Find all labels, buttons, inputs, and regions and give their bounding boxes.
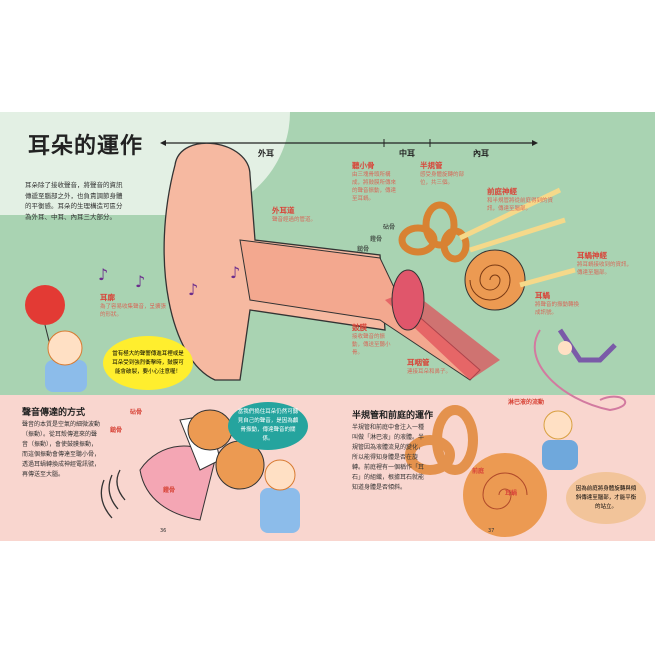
svg-text:♪: ♪ [135, 272, 145, 291]
ruler-outer-ear: 外耳 [258, 149, 274, 158]
label-desc: 接收聲音的振動，傳送至聽小骨。 [352, 334, 391, 356]
balance-section-heading: 半規管和前庭的運作 [352, 411, 434, 421]
label-semicircular: 半規管感受身體旋轉的部位，共三個。 [420, 160, 468, 187]
intro-text: 耳朵除了接收聲音，將聲音的資訊傳遞至腦部之外，也負責調節身體的平衡感。耳朵的生理… [25, 181, 123, 221]
label-title: 鼓膜 [352, 323, 367, 332]
label-title: 前庭神經 [487, 187, 517, 196]
label-desc: 為了容易收集聲音，呈擴張的形狀。 [100, 304, 167, 318]
sound-section-heading: 聲音傳達的方式 [22, 408, 86, 418]
label-cochlea: 耳蝸將聲音的振動轉換成訊號。 [535, 290, 583, 317]
label-malleus: 鎚骨 [357, 246, 370, 253]
balance-bubble: 因為前庭將身體旋轉與傾斜傳達至腦部，才能平衡的站立。 [566, 472, 646, 524]
label-lymph-flow: 淋巴液的流動 [508, 399, 545, 406]
label-desc: 將聲音的振動轉換成訊號。 [535, 302, 580, 316]
page-title: 耳朵的運作 [28, 134, 144, 159]
label-cochlear-nerve: 耳蝸神經將耳蝸接收到的資訊，傳達至腦部。 [577, 250, 637, 277]
label-desc: 聲音經過的管道。 [272, 217, 317, 223]
label-desc: 和半規管將從前庭得到的資訊，傳達至腦部。 [487, 198, 554, 212]
label-title: 耳蝸 [535, 291, 550, 300]
balance-section-body: 半規管和前庭中會注入一種叫做「淋巴液」的液體。半規管因為液體流見的變化，所以能得… [352, 424, 425, 491]
label-desc: 連接耳朵和鼻子。 [407, 369, 452, 375]
label-ear-canal: 外耳道聲音經過的管道。 [272, 205, 322, 224]
warning-bubble: 當有極大的聲響傳進耳裡或是耳朵受到強烈衝擊時，鼓膜可能會破裂，要小心注意喔！ [103, 336, 193, 390]
svg-text:♪: ♪ [188, 280, 198, 299]
label-title: 聽小骨 [352, 161, 375, 170]
label-vestibule: 前庭 [472, 468, 485, 475]
page-number-right: 37 [488, 528, 495, 534]
svg-text:♪: ♪ [98, 265, 108, 284]
label-malleus-2: 鎚骨 [110, 427, 123, 434]
label-title: 耳廓 [100, 293, 115, 302]
ruler-middle-ear: 中耳 [399, 149, 415, 158]
label-title: 耳咽管 [407, 358, 430, 367]
ruler-inner-ear: 內耳 [473, 149, 489, 158]
label-desc: 將耳蝸接收到的資訊，傳達至腦部。 [577, 262, 633, 276]
label-stapes: 鐙骨 [370, 236, 383, 243]
label-title: 外耳道 [272, 206, 295, 215]
label-eustachian: 耳咽管連接耳朵和鼻子。 [407, 357, 477, 376]
label-incus-2: 砧骨 [130, 409, 143, 416]
label-eardrum: 鼓膜接收聲音的振動，傳送至聽小骨。 [352, 322, 394, 357]
label-desc: 感受身體旋轉的部位，共三個。 [420, 172, 465, 186]
label-cochlea-2: 耳蝸 [505, 490, 518, 497]
label-vestibular-nerve: 前庭神經和半規管將從前庭得到的資訊，傳達至腦部。 [487, 186, 555, 213]
page-number-left: 36 [160, 528, 167, 534]
bone-conduction-bubble: 當我們摀住耳朵仍然可聽見自己的聲音，是因為顱骨振動，傳達聲音的關係。 [228, 402, 308, 450]
svg-text:♪: ♪ [230, 263, 240, 282]
label-desc: 由三塊骨頭所構成，將鼓膜所傳來的聲音振動，傳達至耳蝸。 [352, 172, 397, 202]
label-stapes-2: 鐙骨 [163, 487, 176, 494]
label-title: 耳蝸神經 [577, 251, 607, 260]
label-title: 半規管 [420, 161, 443, 170]
label-incus: 砧骨 [383, 224, 396, 231]
label-ossicles: 聽小骨由三塊骨頭所構成，將鼓膜所傳來的聲音振動，傳達至耳蝸。 [352, 160, 398, 203]
label-auricle: 耳廓為了容易收集聲音，呈擴張的形狀。 [100, 292, 170, 319]
sound-section-body: 聲音的本質是空氣的細微波動（振動）。從耳殼傳進來的聲音（振動），會使鼓膜振動，而… [22, 421, 101, 478]
